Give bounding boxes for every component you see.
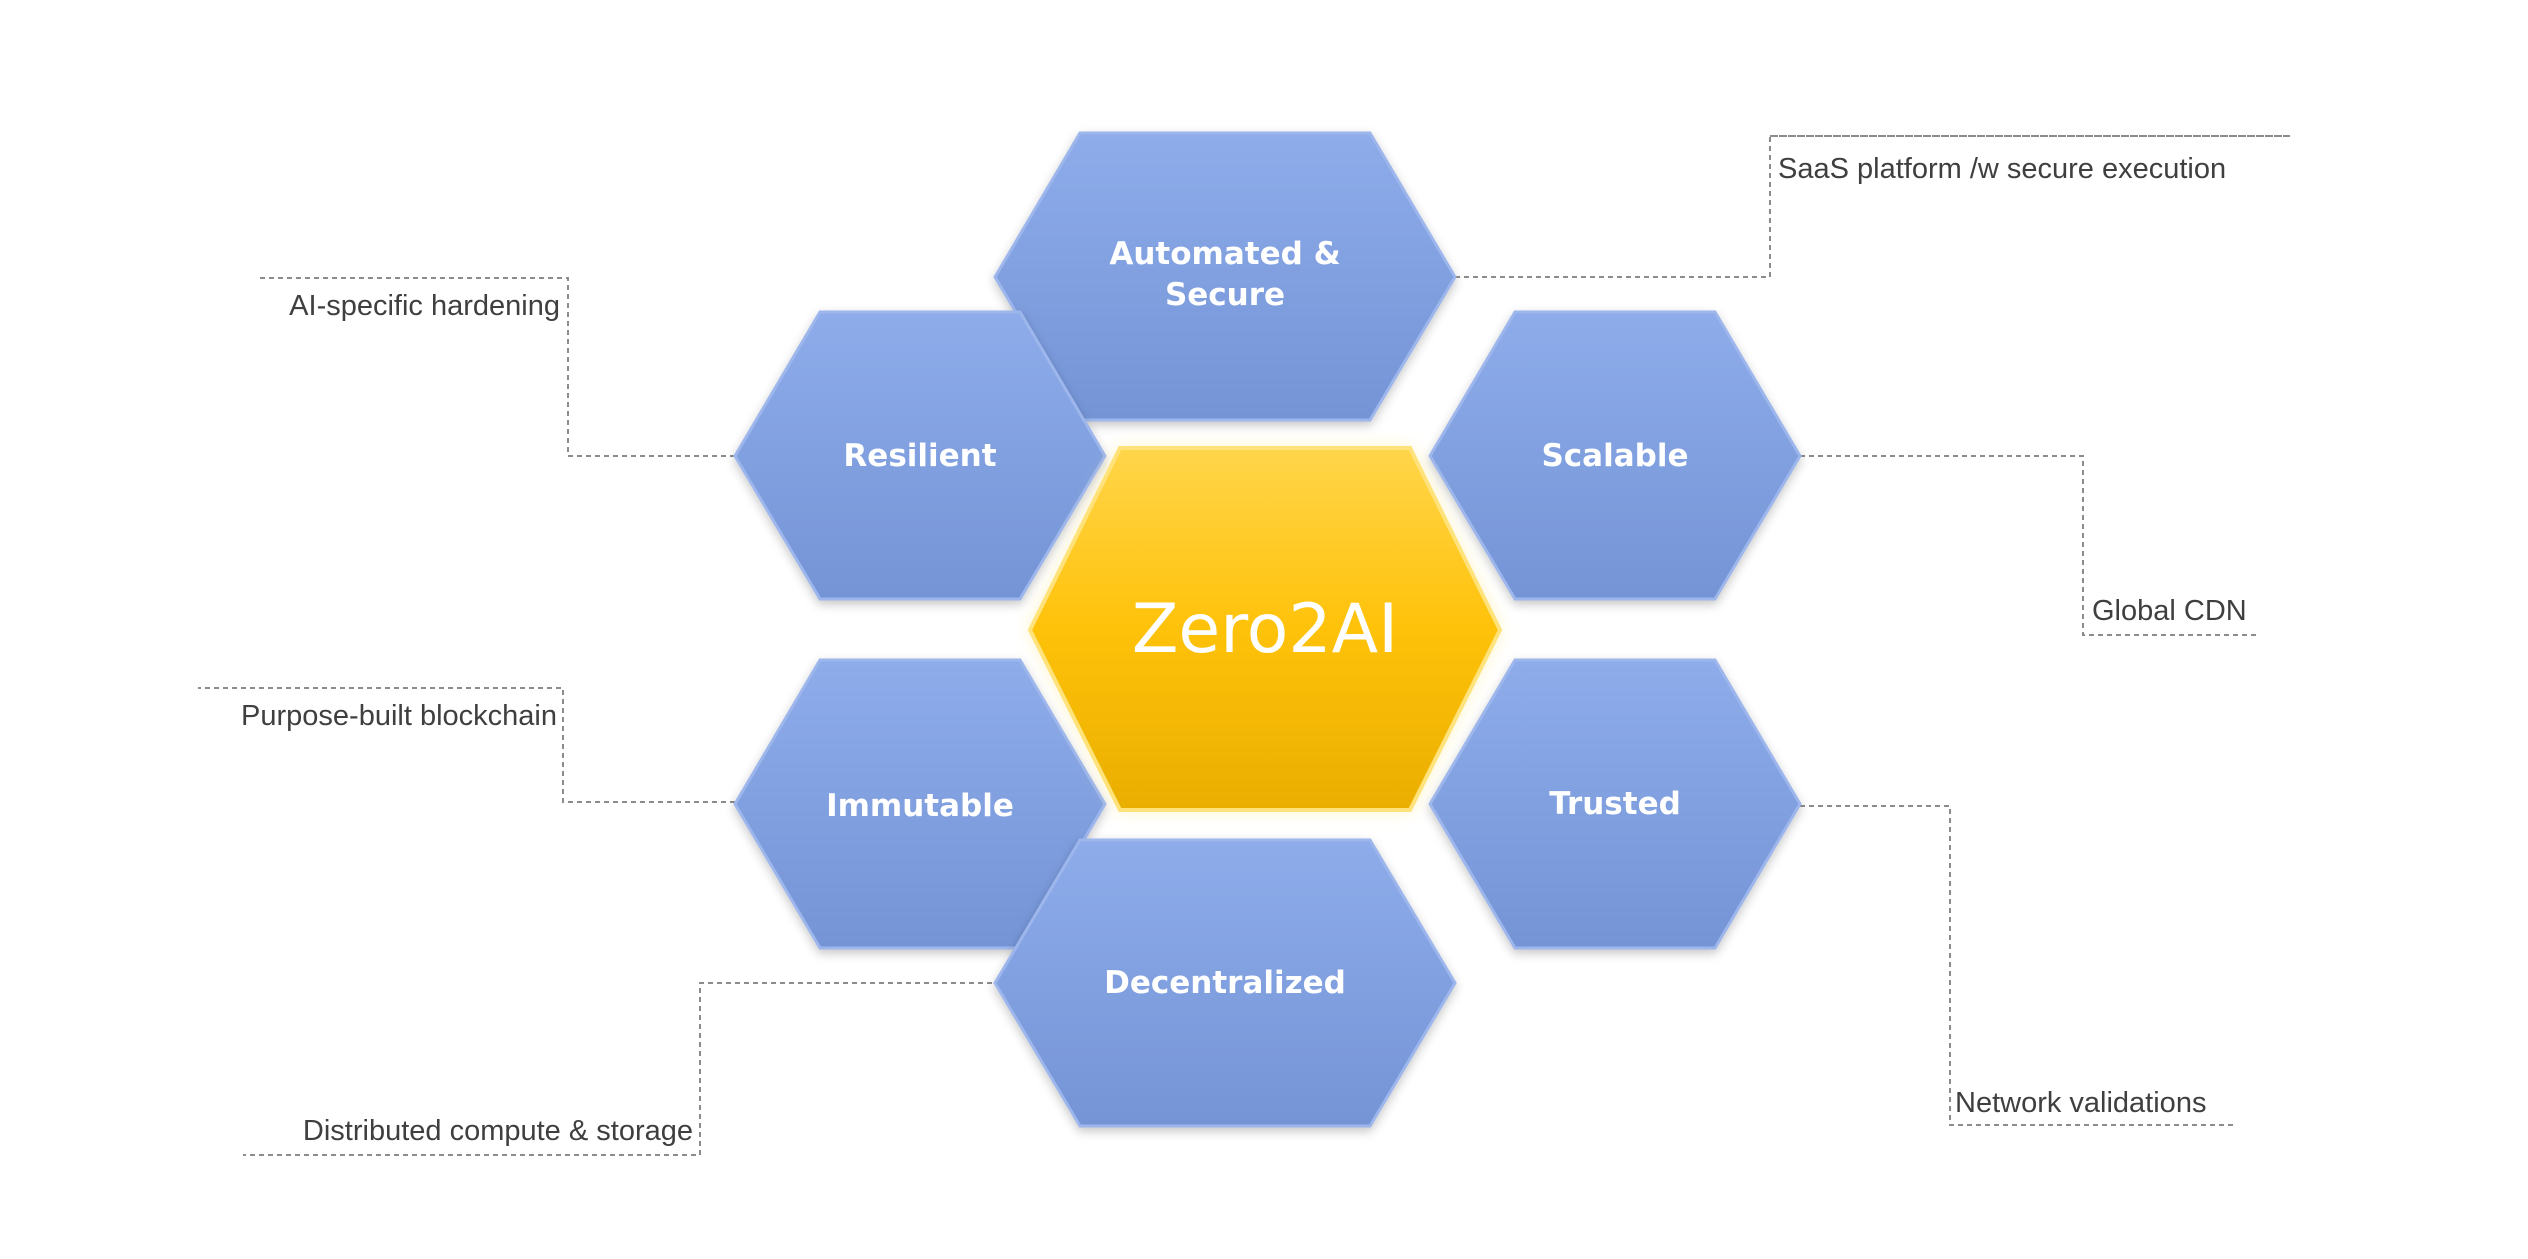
leader-line-decentralized: [243, 982, 1082, 1156]
hex-automated-secure: Automated & Secure: [993, 131, 1457, 422]
callout-saas-platform: SaaS platform /w secure execution: [1778, 153, 2226, 185]
callout-blockchain: Purpose-built blockchain: [241, 700, 557, 732]
hex-decentralized: Decentralized: [993, 838, 1457, 1128]
leader-lines: [198, 135, 2290, 1156]
hex-resilient: Resilient: [733, 310, 1107, 601]
hex-scalable: Scalable: [1428, 310, 1802, 601]
hex-label-resilient: Resilient: [843, 438, 996, 474]
hex-label-decentralized: Decentralized: [1104, 965, 1346, 1001]
callout-network-validations: Network validations: [1955, 1087, 2206, 1119]
hex-trusted: Trusted: [1428, 658, 1802, 950]
callout-global-cdn: Global CDN: [2092, 595, 2247, 627]
center-label: Zero2AI: [1132, 590, 1398, 669]
hex-label-secure: Secure: [1165, 277, 1285, 313]
hex-label-scalable: Scalable: [1541, 438, 1688, 474]
hex-center-zero2ai: Zero2AI: [1027, 446, 1503, 812]
callout-ai-hardening: AI-specific hardening: [289, 290, 560, 322]
leader-line-resilient: [260, 277, 735, 457]
leader-line-automated: [1455, 135, 2290, 278]
leader-line-scalable: [1800, 455, 2260, 636]
leader-line-trusted: [1800, 805, 2235, 1126]
callout-distributed-compute: Distributed compute & storage: [303, 1115, 693, 1147]
hex-label-immutable: Immutable: [826, 788, 1014, 824]
hex-label-trusted: Trusted: [1549, 786, 1681, 822]
hex-label-automated: Automated &: [1109, 236, 1340, 272]
leader-line-immutable: [198, 687, 735, 803]
